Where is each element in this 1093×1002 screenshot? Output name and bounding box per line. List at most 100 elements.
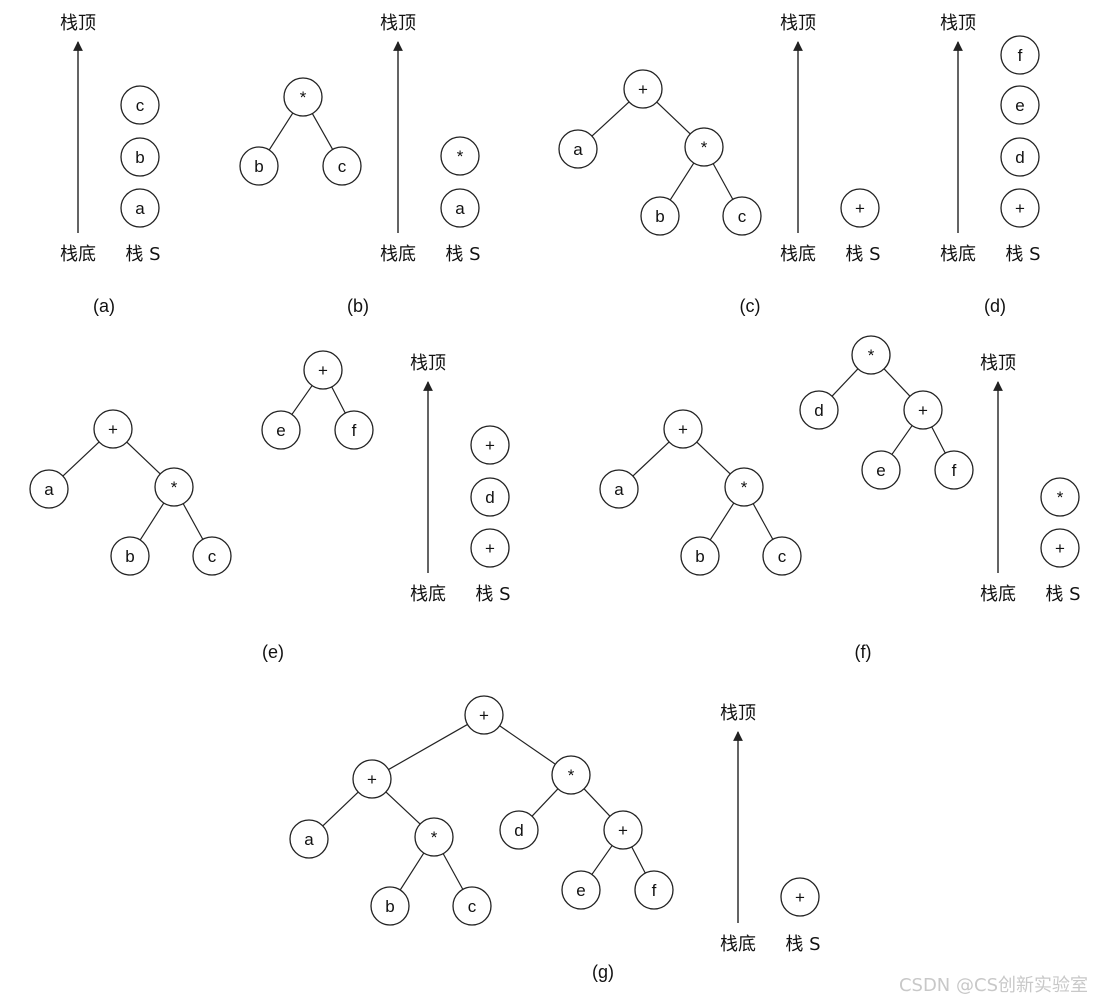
panel-e-tree-1-node: e <box>261 410 301 450</box>
panel-f-tree-1-node: e <box>861 450 901 490</box>
panel-f-tree-0-node-circle <box>599 469 639 509</box>
panel-d-stack-top-label: 栈顶 <box>940 13 976 34</box>
panel-e-stack-item-circle <box>470 477 510 517</box>
panel-f-tree-0-node-circle <box>680 536 720 576</box>
panel-g-tree-0-node-label: b <box>385 897 394 916</box>
panel-f-tree-0-node-label: + <box>678 420 688 439</box>
panel-c-tree-0-node-label: b <box>655 207 664 226</box>
panel-b-tree-0-edge <box>311 113 334 150</box>
panel-g-tree-0-node: e <box>561 870 601 910</box>
panel-e-tree-1-node: f <box>334 410 374 450</box>
panel-g-tree-0-node-circle <box>370 886 410 926</box>
panel-d-stack-item: + <box>1000 188 1040 228</box>
panel-f-tree-1-edge <box>891 425 913 455</box>
panel-c-tree-0-node-circle <box>684 127 724 167</box>
panel-b-tree-0-node-circle <box>322 146 362 186</box>
panel-a-stack-name-label: 栈 S <box>125 244 160 265</box>
panel-e-tree-0-edge <box>62 441 100 477</box>
panel-c-tree-0-node-circle <box>640 196 680 236</box>
panel-b-stack-item-circle <box>440 136 480 176</box>
panel-d-stack-bottom-label: 栈底 <box>940 244 976 265</box>
panel-e-tree-0-node: c <box>192 536 232 576</box>
panel-g-tree-0-node: + <box>352 759 392 799</box>
panel-a-stack-item-label: b <box>135 148 144 167</box>
panel-b-stack-name-label: 栈 S <box>445 244 480 265</box>
panel-g-tree-0-node: f <box>634 870 674 910</box>
panel-f-tree-0-edge <box>632 441 670 477</box>
panel-e-stack-item-circle <box>470 425 510 465</box>
panel-f-tree-0-node: + <box>663 409 703 449</box>
panel-c-tree-0-node-circle <box>558 129 598 169</box>
panel-f-tree-0-node: * <box>724 467 764 507</box>
panel-g-tree-0-edge <box>399 852 425 891</box>
panel-f-tree-0-node: c <box>762 536 802 576</box>
panel-g-tree-0-node-circle <box>452 886 492 926</box>
panel-b-stack-top-label: 栈顶 <box>380 13 416 34</box>
panel-e-tree-0-node: b <box>110 536 150 576</box>
panel-f-tree-0-edge <box>696 441 731 475</box>
panel-g-tree-0-node-label: + <box>367 770 377 789</box>
panel-f-stack-bottom-label: 栈底 <box>980 584 1016 605</box>
panel-g-tree-0-node: * <box>551 755 591 795</box>
panel-e-stack-item-label: + <box>485 539 495 558</box>
panel-b-tree-0-node-label: c <box>338 157 347 176</box>
panel-g-tree-0-node-label: c <box>468 897 477 916</box>
panel-e-tree-0-node-circle <box>93 409 133 449</box>
panel-f-tree-0-node-label: c <box>778 547 787 566</box>
panel-b-stack-item-label: a <box>455 199 465 218</box>
panel-a-stack-top-label: 栈顶 <box>60 13 96 34</box>
panel-c-stack-name-label: 栈 S <box>845 244 880 265</box>
panel-e-stack-top-label: 栈顶 <box>410 353 446 374</box>
panel-b-tree-0-node: c <box>322 146 362 186</box>
panel-g-tree-0-node-label: a <box>304 830 314 849</box>
watermark: CSDN @CS创新实验室 <box>899 975 1088 996</box>
panel-f-tree-1-edge <box>883 368 911 397</box>
panel-b-tree-0-node-label: b <box>254 157 263 176</box>
panel-e-tree-1-node-label: e <box>276 421 285 440</box>
panel-f-stack-item-label: + <box>1055 539 1065 558</box>
panel-f-tree-1-node-circle <box>903 390 943 430</box>
panel-e-stack-item: d <box>470 477 510 517</box>
panel-e-tree-0-edge <box>139 502 165 541</box>
panel-b-tree-0-edge <box>268 112 294 151</box>
panel-g-stack-top-label: 栈顶 <box>720 703 756 724</box>
panel-g-tree-0-node-label: e <box>576 881 585 900</box>
panel-d-stack-item-label: f <box>1018 46 1023 65</box>
panel-b-tree-0-node: * <box>283 77 323 117</box>
panel-g-tree-0-node: c <box>452 886 492 926</box>
panel-g-stack-item-circle <box>780 877 820 917</box>
panel-e-tree-0-node-label: a <box>44 480 54 499</box>
panel-c-tree-0-node: * <box>684 127 724 167</box>
panel-e-tree-0-node-label: c <box>208 547 217 566</box>
panel-d-stack-item: f <box>1000 35 1040 75</box>
panel-c-tree-0-node-label: a <box>573 140 583 159</box>
panel-g-tree-0-edge <box>322 791 359 827</box>
panel-c-tree-0-node: c <box>722 196 762 236</box>
panel-f-stack-item: * <box>1040 477 1080 517</box>
panel-c-tree-0-node-circle <box>623 69 663 109</box>
panel-c-tree-0-edge <box>669 162 695 201</box>
panel-f-tree-0-node: a <box>599 469 639 509</box>
panel-f-caption: (f) <box>855 642 872 662</box>
panel-f-tree-0-node-label: * <box>741 478 748 497</box>
panel-a-stack-item: c <box>120 85 160 125</box>
panel-e-tree-0-node: a <box>29 469 69 509</box>
panel-a-stack-item-circle <box>120 137 160 177</box>
panel-g-tree-0-node-label: + <box>618 821 628 840</box>
panel-f-tree-1-node-circle <box>799 390 839 430</box>
panel-f-stack-item: + <box>1040 528 1080 568</box>
panel-g-tree-0-node-circle <box>414 817 454 857</box>
panel-g-tree-0-node-label: + <box>479 706 489 725</box>
panel-g-tree-0-node-label: f <box>652 881 657 900</box>
panel-g-tree-0-node-label: d <box>514 821 523 840</box>
panel-b-caption: (b) <box>347 296 369 316</box>
panel-g-tree-0-node-circle <box>551 755 591 795</box>
panel-b-tree-0-node-circle <box>283 77 323 117</box>
panel-f-tree-1-node-circle <box>851 335 891 375</box>
panel-g-tree-0-node: b <box>370 886 410 926</box>
panel-e-tree-0-node: * <box>154 467 194 507</box>
panel-b-stack-item-label: * <box>457 147 464 166</box>
panel-d-stack-item-circle <box>1000 35 1040 75</box>
panel-a-stack-item: a <box>120 188 160 228</box>
